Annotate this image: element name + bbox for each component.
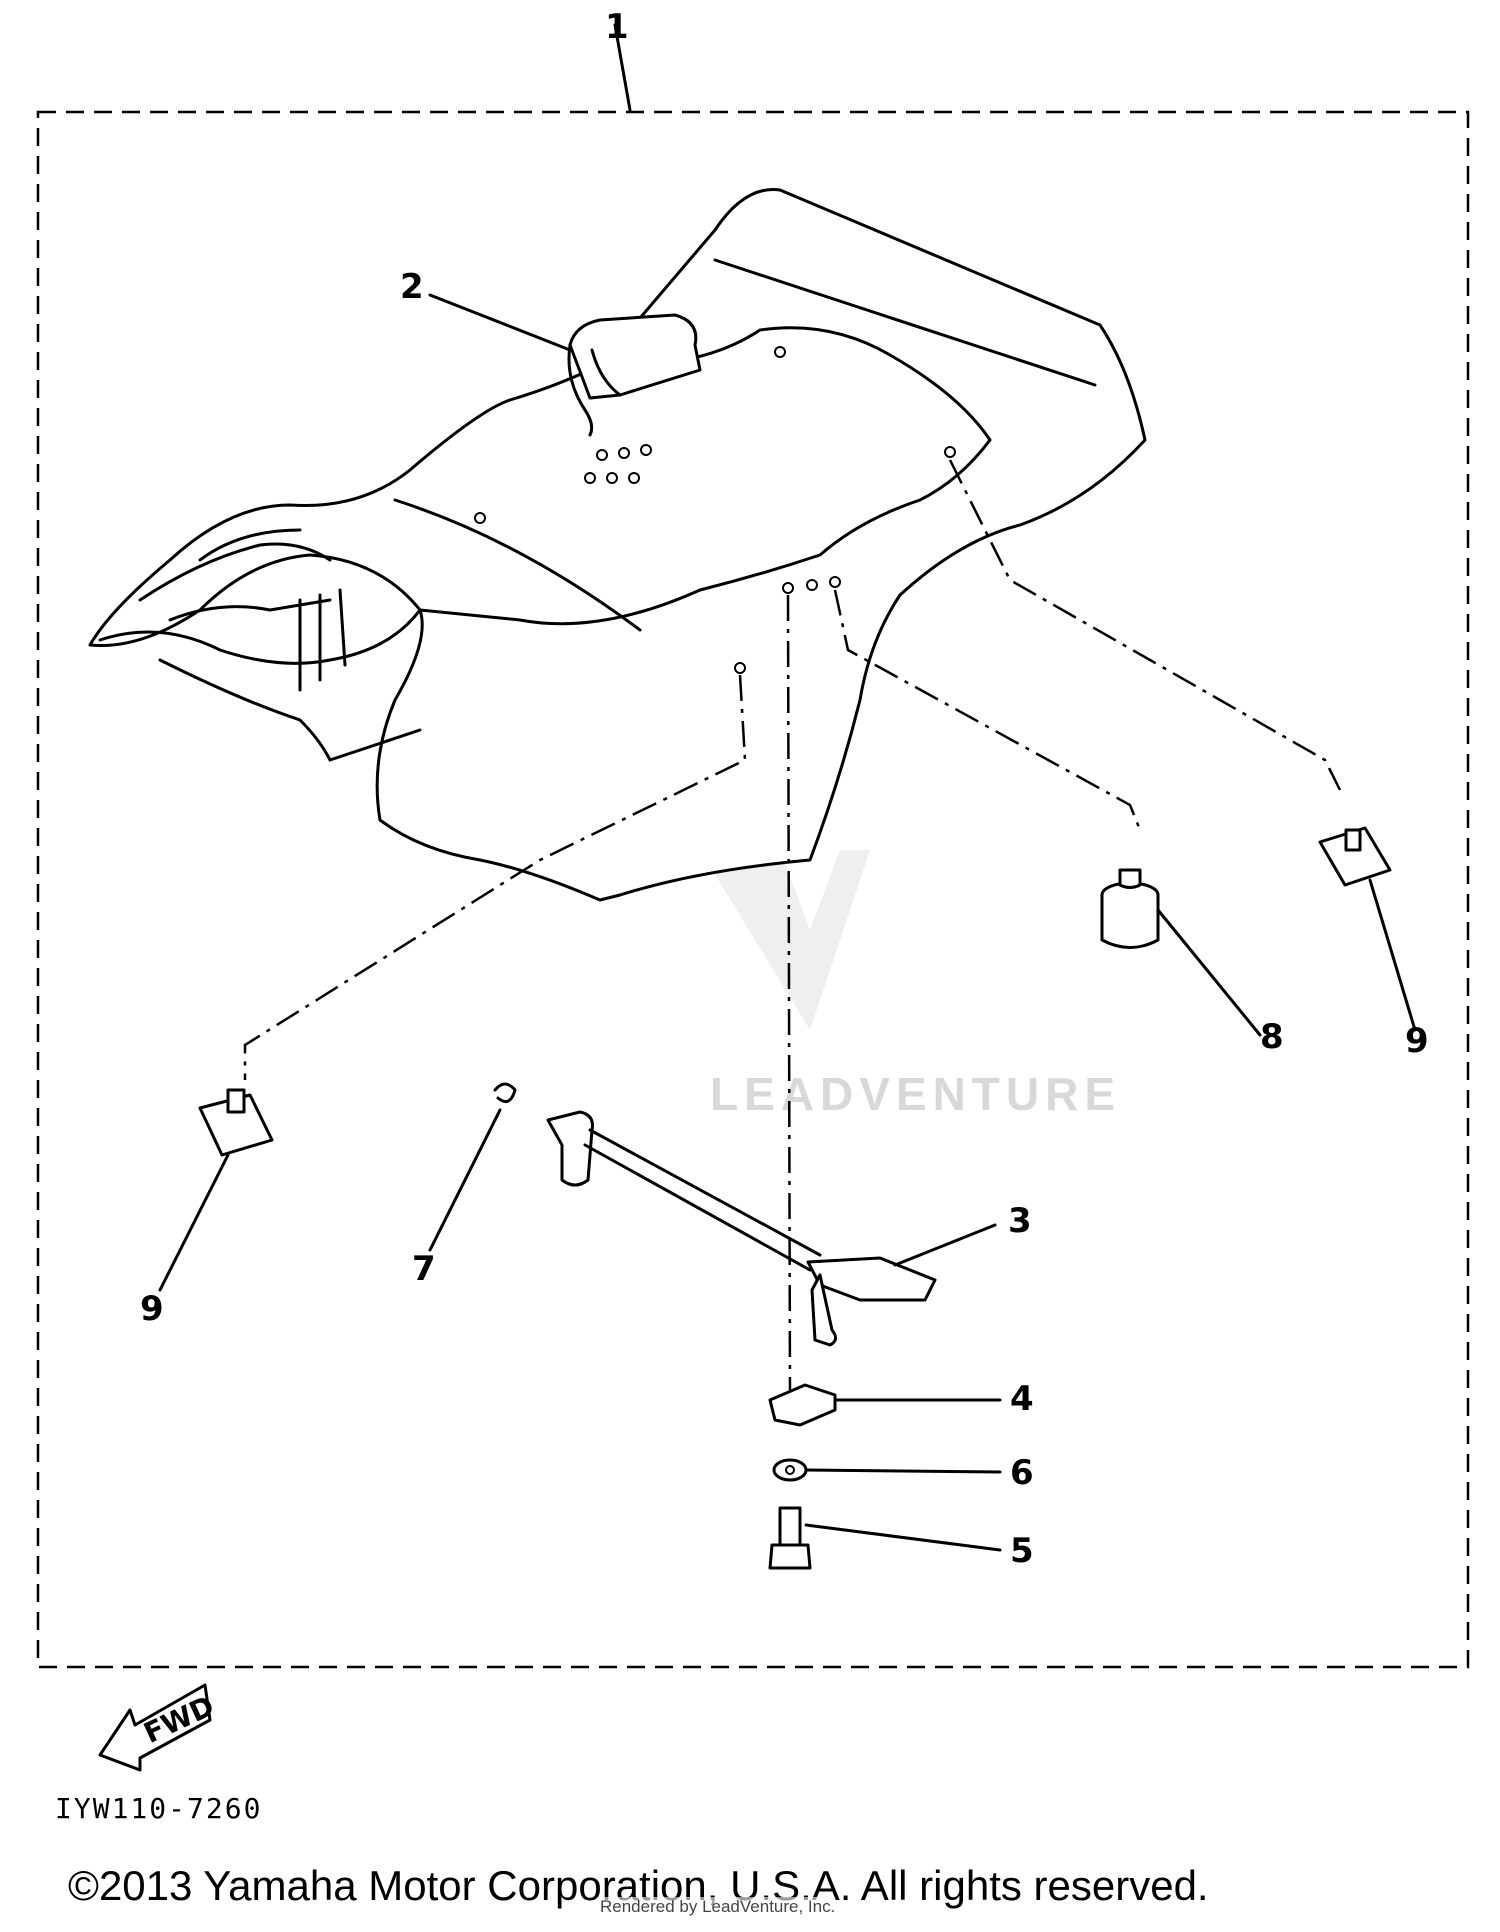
callout-3: 3 <box>1008 1201 1032 1241</box>
part-3-lock-rod <box>546 1110 937 1347</box>
chain-line-9-left <box>243 674 747 1080</box>
part-9-nut-left <box>198 1088 274 1157</box>
assembly-boundary <box>36 110 1470 1669</box>
part-4-bracket <box>768 1383 837 1427</box>
callout-9-right: 9 <box>1405 1021 1429 1061</box>
part-8-damper <box>1100 868 1160 949</box>
leader-8 <box>1156 908 1262 1037</box>
leader-1 <box>613 23 632 112</box>
callout-5: 5 <box>1010 1531 1034 1571</box>
chain-line-9-right <box>948 459 1342 791</box>
part-6-washer <box>772 1458 808 1482</box>
leader-6 <box>804 1468 1002 1474</box>
callout-4: 4 <box>1010 1379 1034 1419</box>
drawing-code: IYW110-7260 <box>55 1792 263 1825</box>
callout-6: 6 <box>1010 1453 1034 1493</box>
rendered-by-notice: Rendered by LeadVenture, Inc. <box>600 1897 836 1917</box>
callout-9-left: 9 <box>140 1289 164 1329</box>
watermark-text: LEADVENTURE <box>710 1068 1121 1120</box>
leader-5 <box>804 1523 1002 1552</box>
part-9-nut-right <box>1318 826 1392 887</box>
callout-2: 2 <box>400 267 424 307</box>
leader-9-right <box>1368 878 1417 1032</box>
leader-3 <box>893 1223 997 1267</box>
callout-1: 1 <box>605 7 629 47</box>
fwd-arrow-icon: FWD <box>98 1683 219 1772</box>
part-5-bolt <box>768 1506 812 1570</box>
part-7-clip <box>493 1082 517 1104</box>
callout-7: 7 <box>412 1249 436 1289</box>
callout-8: 8 <box>1260 1017 1284 1057</box>
leader-7 <box>428 1108 502 1252</box>
seat-drawing <box>88 188 1147 902</box>
leader-2 <box>428 293 572 352</box>
chain-line-4 <box>786 594 792 1401</box>
leader-9-left <box>158 1153 230 1292</box>
